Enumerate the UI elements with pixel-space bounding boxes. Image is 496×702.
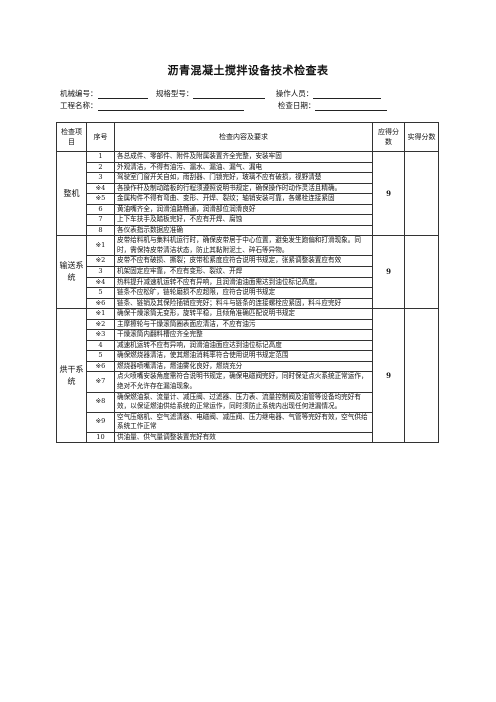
row-content: 各仪表指示数据应准确 <box>114 224 373 237</box>
col-item: 检查项目 <box>56 122 87 152</box>
row-number: ※6 <box>86 360 115 373</box>
check-date-field[interactable] <box>315 102 388 111</box>
machine-no-label: 机械编号： <box>60 89 98 98</box>
row-content: 空气压缩机、空气滤清器、电磁阀、减压阀、压力继电器、气管等完好有效，空气供给系统… <box>114 411 373 433</box>
project-name-label: 工程名称： <box>60 101 98 110</box>
row-content: 金属构件不得有弯曲、变形、开焊、裂纹；轴销安装可靠，各螺栓连接紧固 <box>114 193 373 205</box>
row-content: 确保燃烧器清洁，使其燃油消耗率符合使用说明书规定范围 <box>114 350 373 362</box>
row-number: 2 <box>86 161 115 174</box>
row-content: 确保干燥滚筒无变形，旋转平稳，且倾角准确匹配说明书规定 <box>114 308 373 320</box>
row-number: 3 <box>86 172 115 184</box>
row-content: 链条不应松旷，链轮磨损不应超限，应符合说明书规定 <box>114 287 373 299</box>
row-number: 1 <box>86 151 115 163</box>
row-number: ※4 <box>86 182 115 195</box>
row-number: ※8 <box>86 391 115 413</box>
row-content: 机架固定应牢靠，不应有变形、裂纹、开焊 <box>114 266 373 278</box>
row-content: 供油量、供气量调整装置完好有效 <box>114 431 373 444</box>
row-number: ※1 <box>86 235 115 257</box>
row-content: 减速机运转不应有异响，润滑油油面应达到油位标记高度 <box>114 339 373 352</box>
info-row-2: 工程名称： 检查日期： <box>60 100 388 111</box>
row-number: 4 <box>86 339 115 352</box>
row-content: 热料提升减速机运转不应有异响，且润滑油油面需达到油位标记高度。 <box>114 276 373 289</box>
row-number: ※5 <box>86 193 115 205</box>
row-number: 7 <box>86 214 115 226</box>
col-content: 检查内容及要求 <box>114 122 373 152</box>
row-number: ※2 <box>86 255 115 267</box>
row-number: 10 <box>86 431 115 444</box>
row-content: 各操作杆及制动踏板的行程须遵照说明书规定，确保操作时动作灵活且精确。 <box>114 182 373 195</box>
operator-label: 操作人员： <box>275 89 314 98</box>
actual-score-cell[interactable] <box>404 150 439 237</box>
row-content: 黄油嘴齐全，润滑油路畅通，润滑部位润滑良好 <box>114 203 373 216</box>
project-name-field[interactable] <box>97 102 244 111</box>
section-name: 整机 <box>56 150 87 237</box>
row-content: 主摩擦轮与干燥滚筒圈表面应清洁，不应有油污 <box>114 318 373 331</box>
row-number: 5 <box>86 350 115 362</box>
due-score-cell: 9 <box>372 150 405 237</box>
row-content: 外观清洁，不得有油污、漏水、漏油、漏气、漏电 <box>114 161 373 174</box>
row-content: 确保燃油泵、流量计、减压阀、过滤器、压力表、流量控制阀及油管等设备均完好有效，以… <box>114 391 373 413</box>
row-number: 5 <box>86 287 115 299</box>
row-content: 驾驶室门窗开关自如，雨刮器、门锁完好，玻璃不应有破损，视野清楚 <box>114 172 373 184</box>
row-content: 链条、链销及其保险插销应完好；料斗与链条的连接螺栓应紧固，料斗应完好 <box>114 297 373 310</box>
spec-model-field[interactable] <box>193 90 266 99</box>
row-number: ※1 <box>86 308 115 320</box>
row-number: ※3 <box>86 329 115 341</box>
due-score-cell: 9 <box>372 308 405 444</box>
row-content: 各总成件、零部件、附件及附属装置齐全完整，安装牢固 <box>114 151 373 163</box>
info-row-1: 机械编号： 规格型号： 操作人员： <box>60 88 382 99</box>
row-number: ※9 <box>86 411 115 433</box>
row-content: 干燥滚筒内翻料槽应齐全完整 <box>114 329 373 341</box>
col-actual-score: 实得分数 <box>404 122 439 152</box>
col-seq: 序号 <box>86 122 115 152</box>
due-score-cell: 9 <box>372 235 405 310</box>
row-number: 6 <box>86 203 115 216</box>
row-content: 皮带给料机与集料机运行时，确保皮带居于中心位置，避免发生跑偏和打滑现象。同时，需… <box>114 235 373 257</box>
section-name: 输送系统 <box>56 235 87 310</box>
row-number: ※6 <box>86 297 115 310</box>
operator-field[interactable] <box>313 90 382 99</box>
machine-no-field[interactable] <box>97 90 148 99</box>
spec-model-label: 规格型号： <box>155 89 194 98</box>
row-number: ※7 <box>86 371 115 393</box>
actual-score-cell[interactable] <box>404 235 439 310</box>
row-number: 3 <box>86 266 115 278</box>
row-content: 点火喷嘴安装角度需符合说明书规定，确保电磁阀完好，同时保证点火系统正常运作，绝对… <box>114 371 373 393</box>
row-number: 8 <box>86 224 115 237</box>
row-content: 上下车扶手及踏板完好，不应有开焊、腐蚀 <box>114 214 373 226</box>
actual-score-cell[interactable] <box>404 308 439 444</box>
col-due-score: 应得分数 <box>372 122 405 152</box>
section-name: 烘干系统 <box>56 308 87 444</box>
check-date-label: 检查日期： <box>277 101 316 110</box>
row-number: ※2 <box>86 318 115 331</box>
row-number: ※4 <box>86 276 115 289</box>
page-title: 沥青混凝土搅拌设备技术检查表 <box>167 64 329 77</box>
row-content: 皮带不应有破损、撕裂；皮带松紧度应符合说明书规定，张紧调整装置应有效 <box>114 255 373 267</box>
row-content: 燃烧器喷嘴清洁，燃油雾化良好，燃烧充分 <box>114 360 373 373</box>
table-header-row: 检查项目 序号 检查内容及要求 应得分数 实得分数 <box>56 122 439 152</box>
